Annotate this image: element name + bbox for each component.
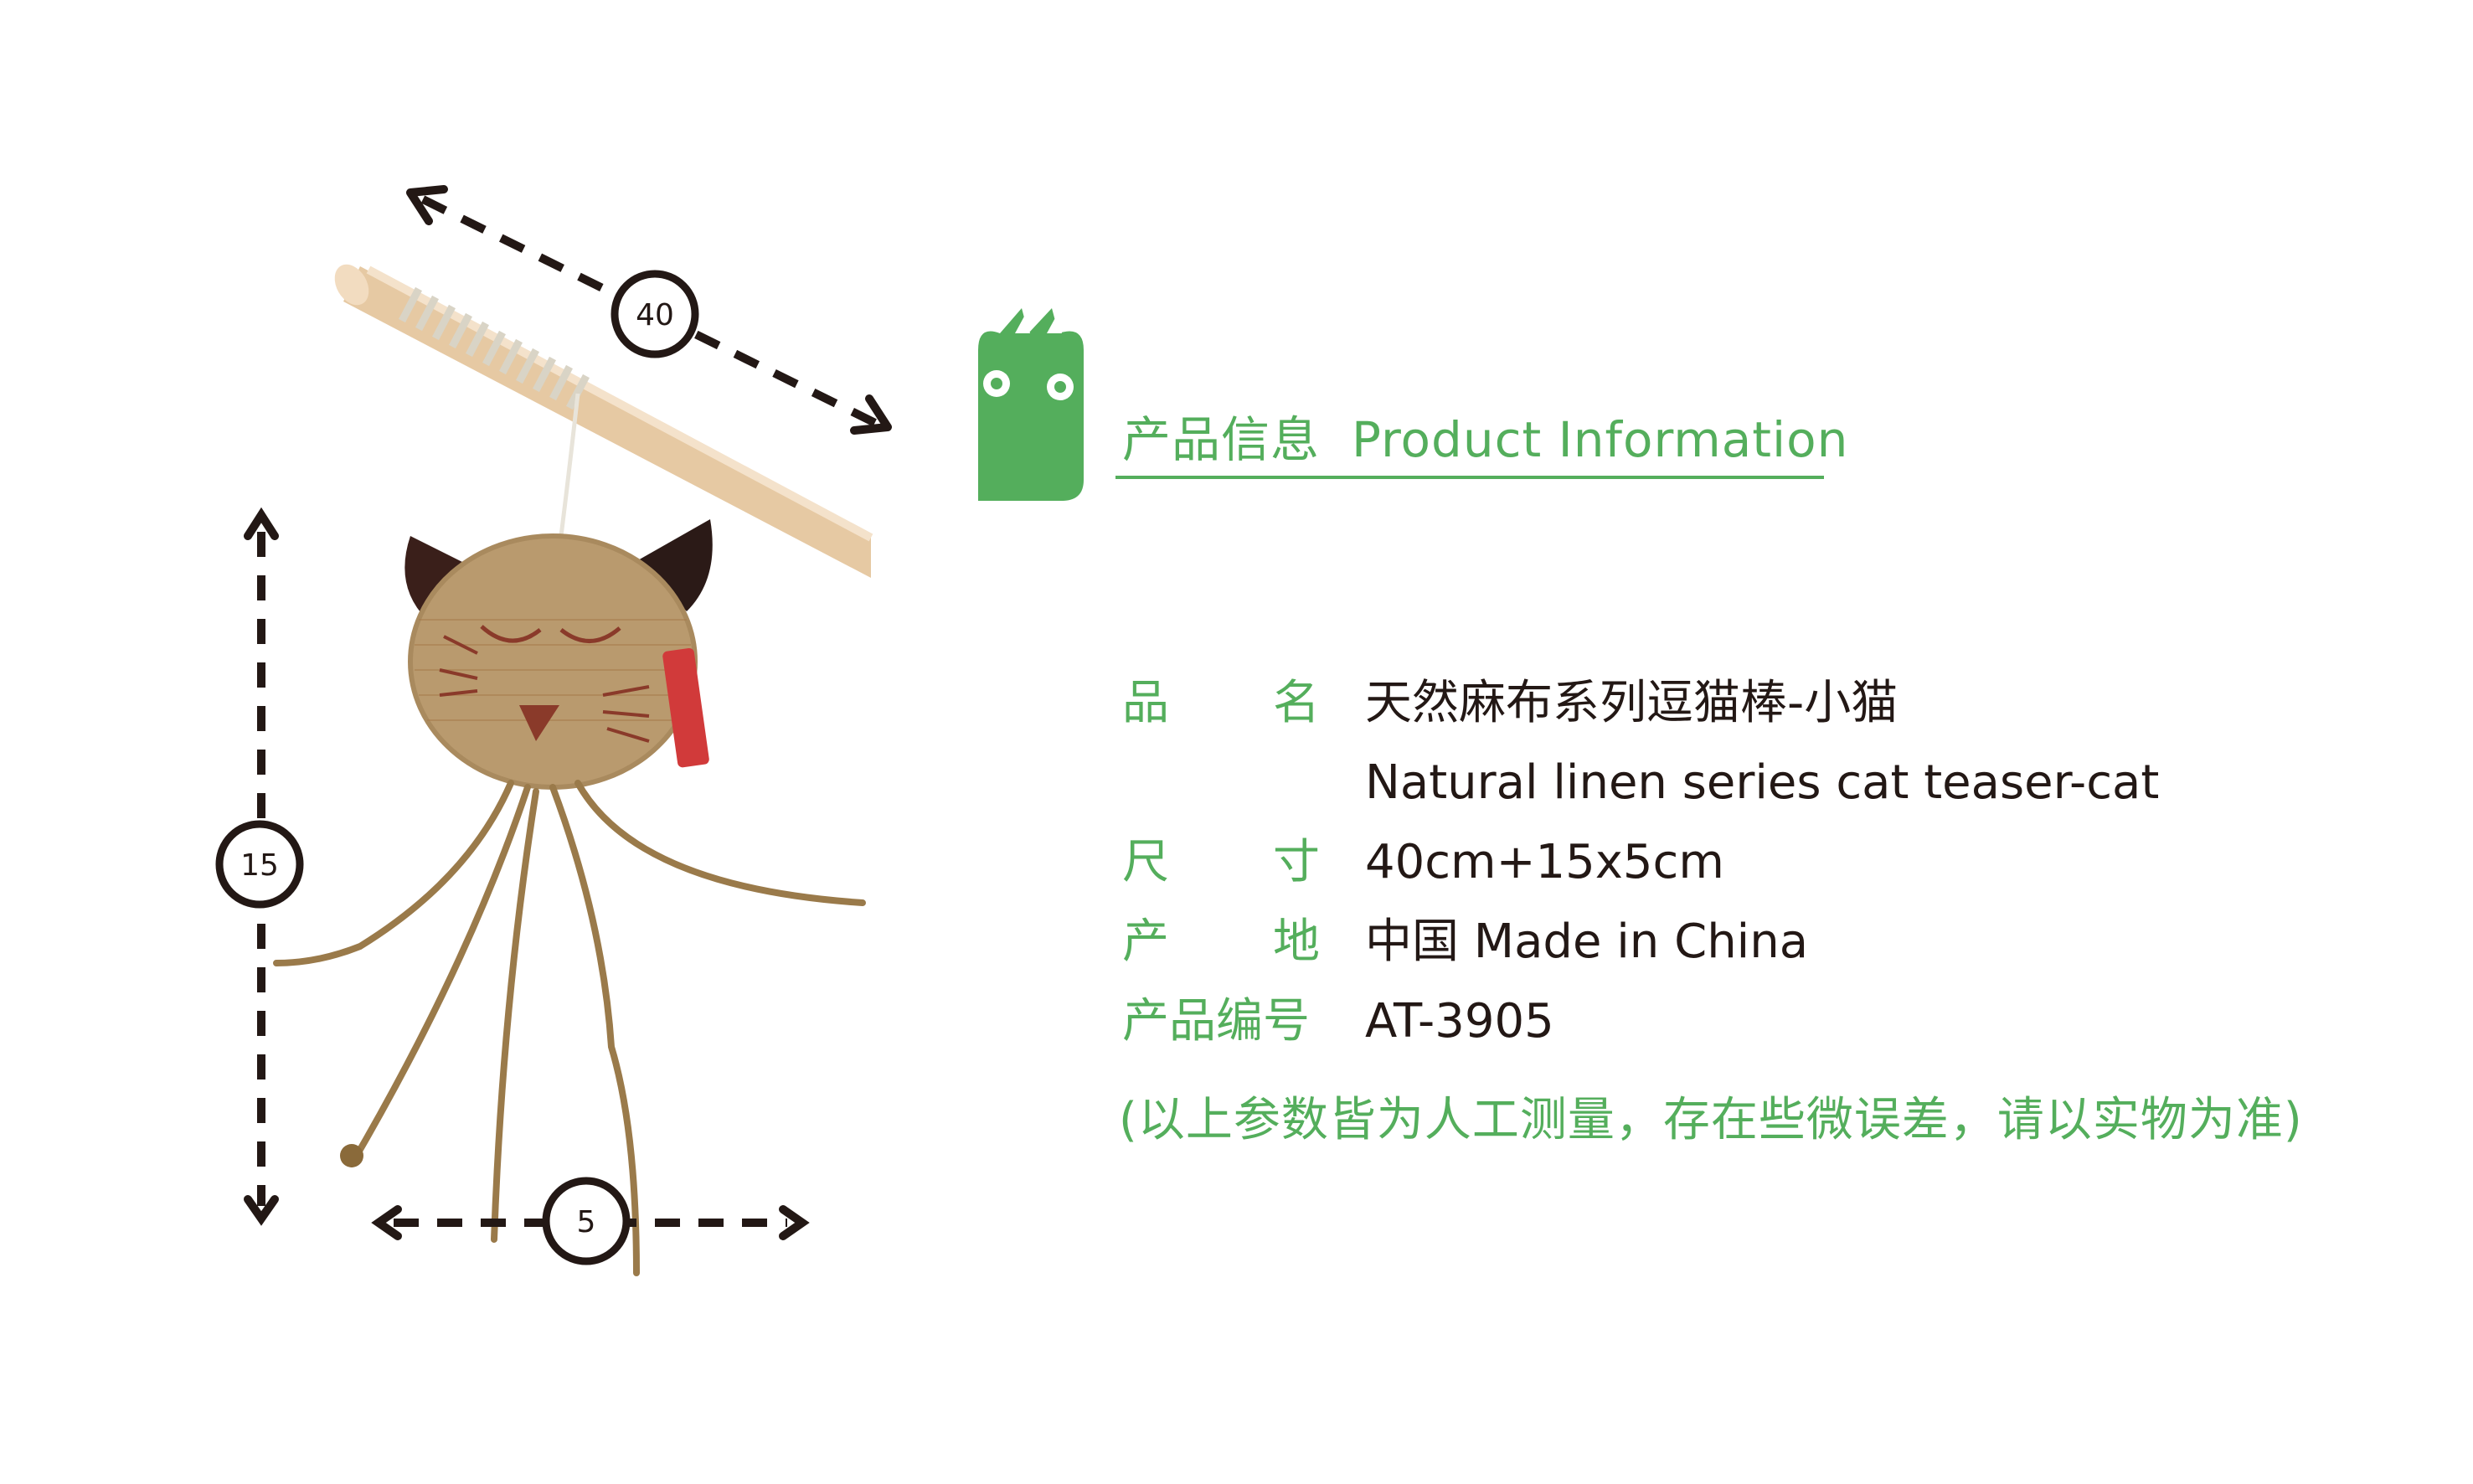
code-label: 产品编号 [1122,994,1310,1049]
heading-underline [1115,476,1824,479]
length-dimension-label: 40 [636,298,674,332]
info-row-size: 尺寸 40cm+15x5cm [1122,833,1724,892]
origin-value: 中国 Made in China [1365,915,1809,969]
measurement-note: (以上参数皆为人工测量，存在些微误差，请以实物为准) [1119,1093,2303,1147]
info-row-origin: 产地中国 Made in China [1122,913,1808,971]
info-row-name-en: Natural linen series cat teaser-cat [1122,754,2159,812]
size-label: 尺寸 [1122,835,1320,889]
heading-en: Product Information [1352,411,1849,468]
name-value-cn: 天然麻布系列逗猫棒-小猫 [1365,676,1899,730]
height-dimension-label: 15 [240,848,279,883]
info-row-name: 品名天然麻布系列逗猫棒-小猫 [1122,674,1898,733]
section-heading: 产品信息 Product Information [1122,400,1848,471]
heading-cn: 产品信息 [1122,411,1321,468]
name-value-en: Natural linen series cat teaser-cat [1365,755,2160,810]
size-value: 40cm+15x5cm [1365,835,1724,889]
code-value: AT-3905 [1365,994,1554,1049]
width-dimension-label: 5 [577,1205,596,1239]
name-label: 品名 [1122,676,1320,730]
origin-label: 产地 [1122,915,1320,969]
width-dimension-arrow: 5 [371,1177,810,1265]
wooden-stick [334,264,873,578]
green-cat-head-icon [978,308,1084,501]
length-dimension-arrow: 40 [406,185,892,435]
info-row-code: 产品编号 AT-3905 [1122,992,1554,1051]
burlap-cat-toy [273,519,866,1276]
product-illustration: 40 15 5 [215,185,892,1276]
height-dimension-arrow: 15 [215,507,304,1226]
